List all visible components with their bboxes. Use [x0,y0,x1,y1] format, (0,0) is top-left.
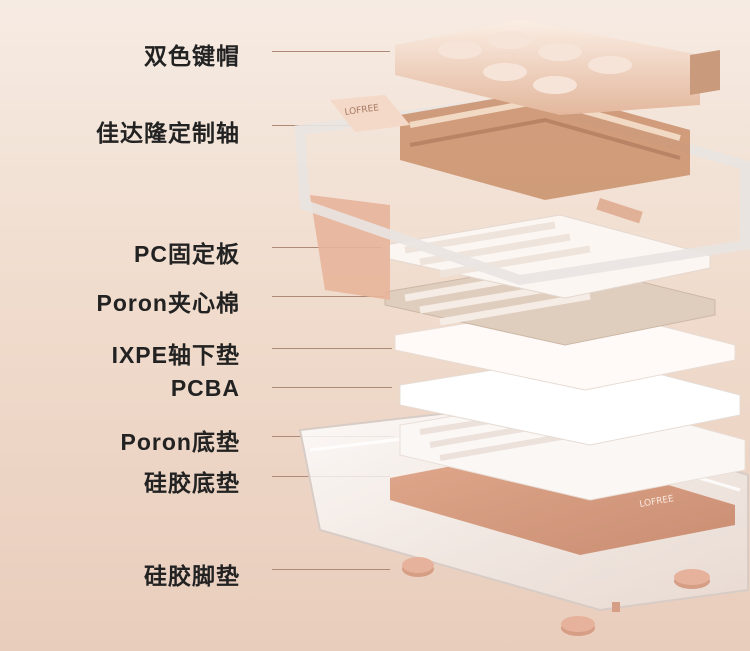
label-keycaps: 双色键帽 [144,37,240,71]
label-silicone-bottom-pad: 硅胶底垫 [144,464,240,498]
layer-labels: 双色键帽 佳达隆定制轴 PC固定板 Poron夹心棉 IXPE轴下垫 PCBA … [0,0,280,651]
label-ixpe-switch-pad: IXPE轴下垫 [112,336,240,370]
keyboard-exploded-view: LOFREE [280,0,750,651]
label-poron-sandwich-foam: Poron夹心棉 [97,284,240,318]
label-poron-bottom-foam: Poron底垫 [121,423,240,457]
keycaps [395,20,720,115]
label-silicone-feet: 硅胶脚垫 [144,557,240,591]
label-pc-plate: PC固定板 [134,235,240,269]
label-switches: 佳达隆定制轴 [96,114,240,148]
label-pcba: PCBA [171,375,240,402]
